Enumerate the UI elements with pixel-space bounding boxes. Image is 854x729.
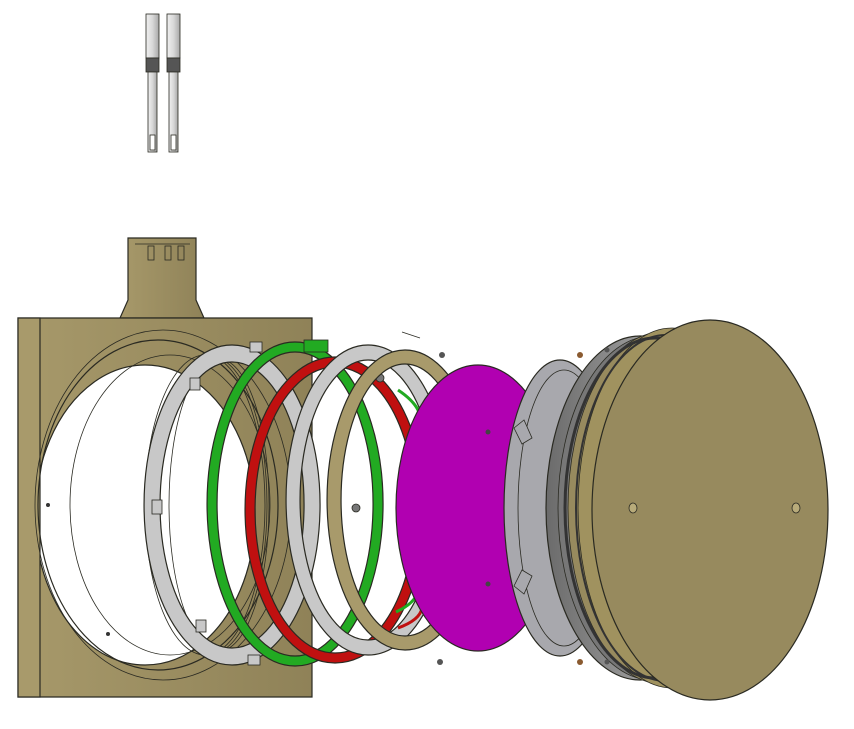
seal-ring-green [206, 339, 384, 667]
seal-ring-red [244, 356, 426, 664]
end-cap-cylinder [545, 319, 829, 701]
pin-left [145, 13, 160, 153]
pin-right [166, 13, 181, 153]
mounting-pins [145, 13, 181, 153]
